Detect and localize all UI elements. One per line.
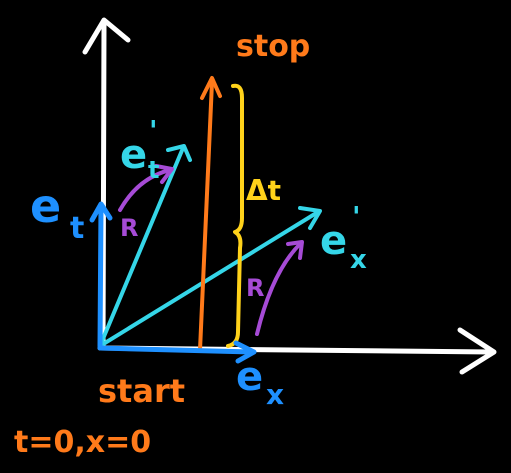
- rotation-arc-upper: [118, 168, 172, 212]
- horizontal-axis-arrowhead: [457, 327, 497, 375]
- e-x-arrowhead: [233, 340, 257, 364]
- e-x-prime-superscript: ': [352, 200, 361, 233]
- e-t-prime-arrowhead: [166, 144, 192, 162]
- e-t-prime-superscript: ': [149, 114, 158, 147]
- original-basis: [89, 201, 257, 364]
- rotation-lower-label: R: [246, 274, 264, 302]
- e-t-prime-vector: [98, 146, 185, 348]
- e-t-label: e: [30, 179, 61, 233]
- e-x-vector: [97, 345, 255, 355]
- e-t-vector: [97, 203, 104, 349]
- rotation-arc-upper-arrowhead: [154, 164, 174, 184]
- vertical-axis-arrowhead: [82, 17, 131, 55]
- worldline-path: [198, 80, 214, 352]
- stop-label: stop: [236, 29, 310, 64]
- rotation-arcs: [118, 164, 304, 336]
- worldline: [198, 76, 222, 352]
- e-x-prime-label: e: [320, 218, 347, 264]
- vertical-axis: [100, 22, 107, 351]
- delta-t-label: Δt: [246, 174, 281, 207]
- e-x-subscript: x: [266, 378, 284, 411]
- e-t-subscript: t: [70, 211, 84, 246]
- e-t-prime-label: e: [120, 132, 147, 178]
- worldline-arrowhead: [200, 76, 222, 100]
- start-label: start: [98, 372, 185, 410]
- e-t-prime-subscript: t: [148, 156, 159, 184]
- e-x-prime-subscript: x: [350, 245, 367, 275]
- delta-t-bracket: [226, 83, 244, 348]
- e-t-arrowhead: [89, 201, 113, 223]
- rotated-basis: [98, 144, 322, 348]
- rotation-arc-lower: [255, 242, 302, 336]
- origin-condition-label: t=0,x=0: [14, 425, 151, 460]
- rotation-arc-lower-arrowhead: [286, 240, 304, 260]
- e-x-prime-vector: [98, 210, 320, 348]
- delta-t-bracket-path: [226, 83, 244, 348]
- e-x-label: e: [236, 354, 263, 400]
- e-x-prime-arrowhead: [298, 206, 322, 230]
- rotation-upper-label: R: [120, 214, 138, 242]
